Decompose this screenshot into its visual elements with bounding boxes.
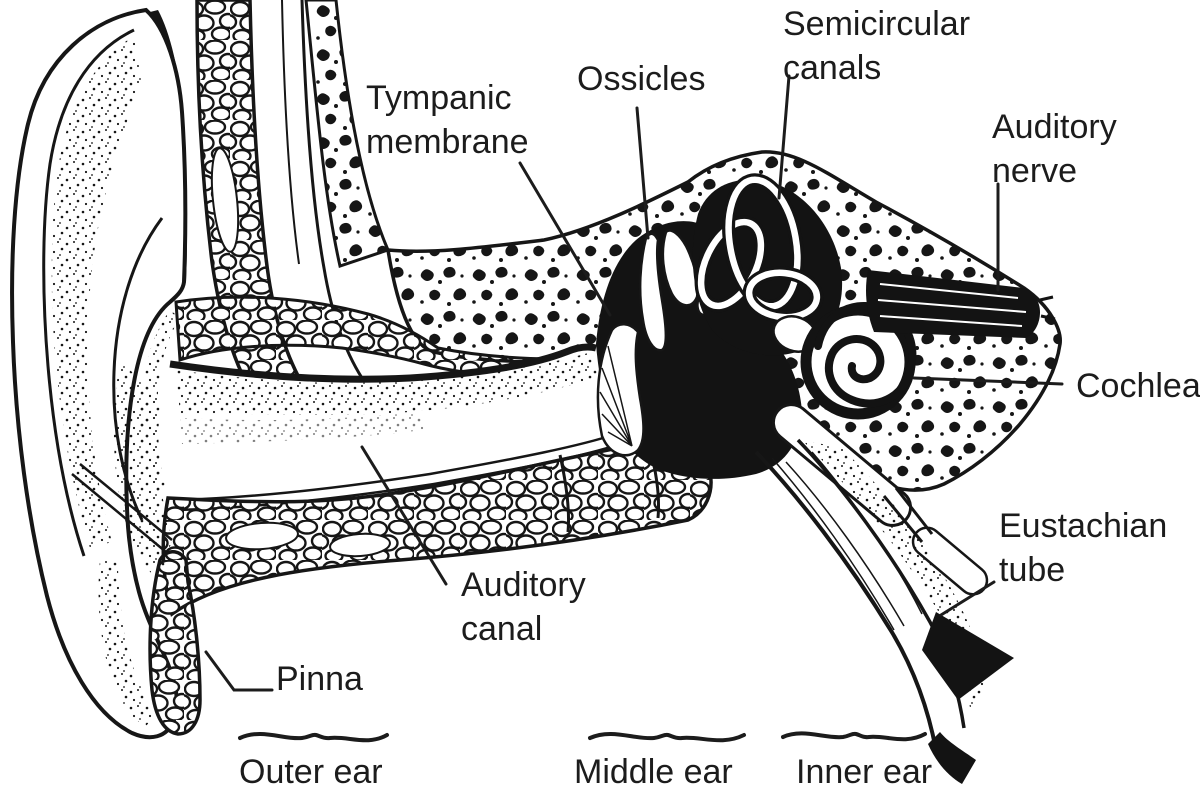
- outer-ear-brace: [238, 732, 389, 743]
- label-cochlea: Cochlea: [1076, 364, 1200, 408]
- eustachian-tube-shape: [754, 438, 1014, 784]
- label-line: Ossicles: [577, 60, 706, 98]
- label-line: membrane: [366, 123, 529, 161]
- label-pinna: Pinna: [276, 657, 363, 701]
- label-auditory-canal: Auditory canal: [461, 563, 586, 651]
- label-line: Auditory: [461, 566, 586, 604]
- inner-ear-brace: [781, 731, 927, 742]
- canal-floor-bone: [113, 360, 713, 736]
- label-tympanic-membrane: Tympanic membrane: [366, 76, 529, 164]
- region-label-inner-ear: Inner ear: [796, 753, 933, 791]
- eustachian-tube-leader: [939, 580, 996, 617]
- label-line: Semicircular: [783, 5, 971, 43]
- label-line: Cochlea: [1076, 367, 1200, 405]
- label-auditory-nerve: Auditory nerve: [992, 105, 1117, 193]
- leader-lines: [204, 74, 1064, 692]
- tympanic-membrane-shape: [596, 323, 645, 457]
- cochlea-leader: [912, 376, 1064, 386]
- label-semicircular-canals: Semicircular canals: [783, 2, 970, 90]
- label-line: canals: [783, 49, 882, 87]
- label-line: Tympanic: [366, 79, 512, 117]
- label-line: nerve: [992, 152, 1078, 190]
- label-line: Pinna: [276, 660, 363, 698]
- auditory-canal-shape: [169, 295, 621, 512]
- label-line: Eustachian: [999, 507, 1168, 545]
- region-braces: [238, 731, 927, 743]
- semicircular-canals-shape: [692, 173, 843, 356]
- semicircular-canals-leader: [777, 74, 791, 200]
- middle-ear-brace: [588, 732, 746, 743]
- label-eustachian-tube: Eustachian tube: [999, 504, 1167, 592]
- auditory-canal-leader: [360, 445, 448, 586]
- label-line: tube: [999, 551, 1066, 589]
- region-label-middle-ear: Middle ear: [574, 753, 733, 791]
- tympanic-membrane-leader: [518, 161, 612, 317]
- ossicles-leader: [635, 106, 650, 240]
- label-ossicles: Ossicles: [577, 57, 705, 101]
- pinna-leader: [204, 650, 274, 692]
- label-line: Auditory: [992, 108, 1117, 146]
- region-label-outer-ear: Outer ear: [239, 753, 383, 791]
- label-line: canal: [461, 610, 543, 648]
